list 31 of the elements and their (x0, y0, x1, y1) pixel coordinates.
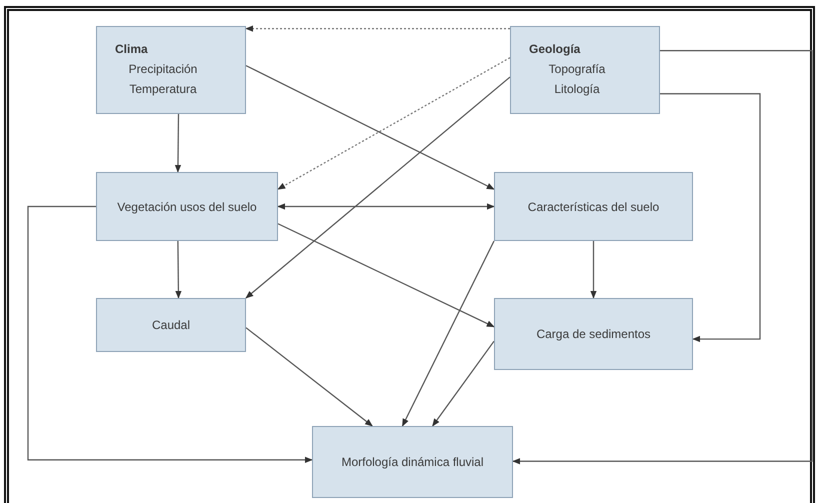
box-text: Topografía Litología (548, 61, 606, 98)
arrow (175, 241, 182, 299)
process-box (494, 298, 693, 370)
arrow (660, 93, 761, 342)
process-box (312, 426, 513, 498)
box-text: Carga de sedimentos (536, 326, 651, 343)
arrow (245, 25, 510, 32)
box-text: Características del suelo (528, 198, 660, 216)
arrow (174, 114, 182, 173)
box-text: Vegetación usos del suelo (117, 198, 257, 216)
arrow (27, 206, 313, 464)
process-box (510, 26, 660, 114)
box-text: Caudal (152, 317, 190, 334)
box-heading: Clima (115, 41, 148, 58)
arrow (432, 340, 494, 427)
arrow (245, 76, 510, 299)
arrow (277, 203, 495, 210)
process-box (96, 298, 246, 352)
process-box (494, 172, 693, 241)
arrow (246, 327, 373, 426)
arrow (246, 65, 495, 190)
process-box (96, 172, 278, 241)
box-text: Morfología dinámica fluvial (341, 454, 484, 471)
box-text: Precipitación Temperatura (128, 61, 198, 98)
arrow (512, 50, 813, 464)
arrow (402, 240, 495, 427)
box-heading: Geología (529, 41, 580, 58)
arrow (277, 57, 510, 190)
arrow (278, 223, 495, 328)
arrow (590, 241, 597, 299)
process-box (96, 26, 246, 114)
